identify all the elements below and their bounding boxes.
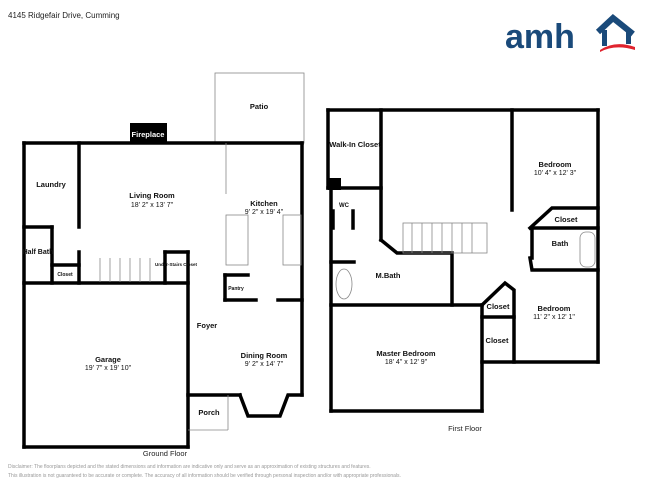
master-bedroom-dimensions: 18' 4" x 12' 9" [385,359,428,366]
closet-label: Closet [486,336,509,345]
ground-floor-title: Ground Floor [143,449,188,458]
closet-label: Closet [555,215,578,224]
dining-room-dimensions: 9' 2" x 14' 7" [245,361,284,368]
fireplace-label: Fireplace [132,130,165,139]
first-floor-walls [326,108,600,413]
half-bath-label: Half Bath [23,249,54,256]
walk-in-closet-label: Walk-In Closet [329,140,381,149]
garage-label: Garage [95,355,121,364]
fireplace [130,123,167,143]
bedroom-2-dimensions: 11' 2" x 12' 1" [533,314,575,321]
ground-floor-labels: Patio Fireplace Laundry Living Room 18' … [23,102,288,458]
bath-label: Bath [552,239,569,248]
bedroom-2-label: Bedroom [538,304,571,313]
closet-label: Closet [57,272,73,278]
disclaimer: Disclaimer: The floorplans depicted and … [8,463,401,481]
dining-room-label: Dining Room [241,351,288,360]
logo-text: amh [505,18,575,52]
first-floor-title: First Floor [448,424,482,433]
disclaimer-line-2: This illustration is not guaranteed to b… [8,473,401,479]
porch-label: Porch [198,408,220,417]
garage-dimensions: 19' 7" x 19' 10" [85,365,132,372]
wc-label: WC [339,203,350,209]
first-floor-labels: Walk-In Closet WC M.Bath Bedroom 10' 4" … [329,140,578,433]
living-room-label: Living Room [129,191,175,200]
patio-label: Patio [250,102,269,111]
laundry-label: Laundry [36,180,66,189]
disclaimer-line-1: Disclaimer: The floorplans depicted and … [8,464,371,470]
kitchen-dimensions: 9' 2" x 19' 4" [245,209,284,216]
kitchen-label: Kitchen [250,199,278,208]
swoosh-icon [600,44,635,52]
house-roof-icon [595,14,635,37]
bedroom-1-dimensions: 10' 4" x 12' 3" [534,170,577,177]
foyer-label: Foyer [197,321,218,330]
amh-logo: amh [505,14,635,52]
m-bath-label: M.Bath [376,271,401,280]
living-room-dimensions: 18' 2" x 13' 7" [131,202,174,209]
bedroom-1-label: Bedroom [539,160,572,169]
pantry-label: Pantry [228,286,244,292]
closet-label: Closet [487,302,510,311]
ground-floor-walls [22,72,305,449]
under-stairs-closet-label: Under-Stairs Closet [155,262,198,267]
master-bedroom-label: Master Bedroom [376,349,436,358]
property-address: 4145 Ridgefair Drive, Cumming [8,11,120,20]
